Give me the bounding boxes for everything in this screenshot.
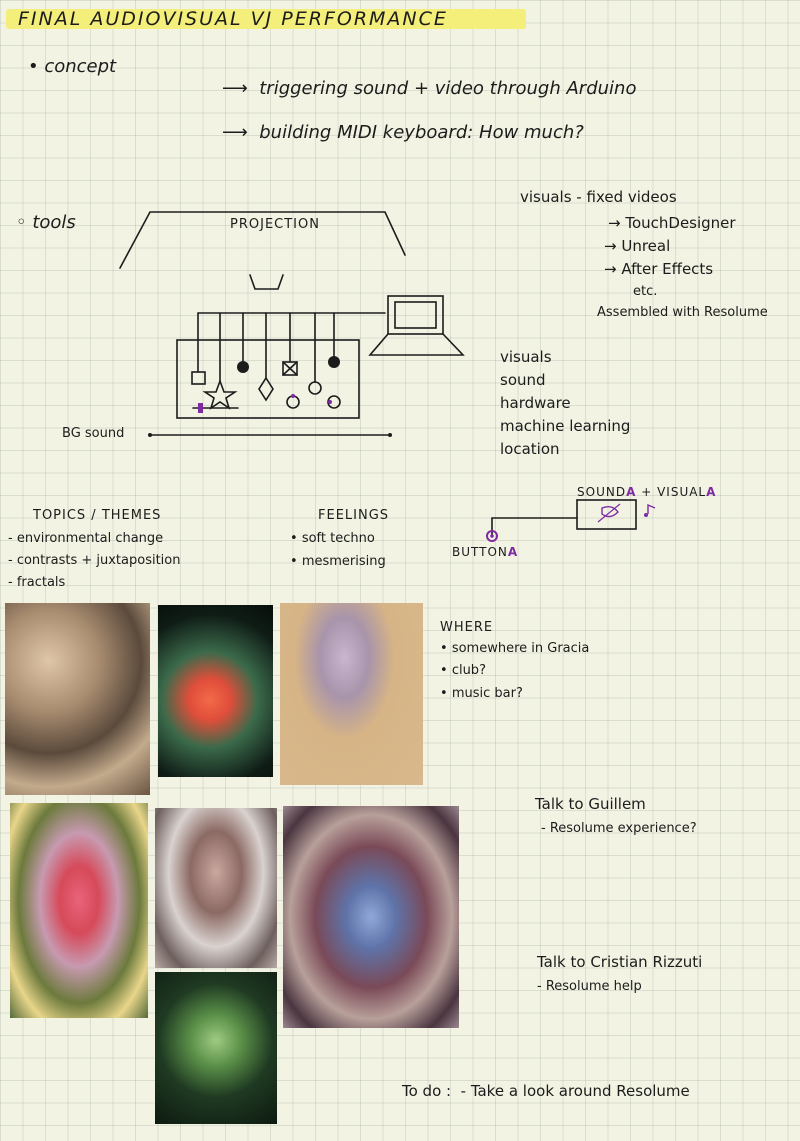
category-machine-learning: machine learning bbox=[500, 417, 631, 435]
visual-tool-2-text: Unreal bbox=[621, 237, 671, 255]
feeling-item-2-text: mesmerising bbox=[301, 554, 386, 569]
where-item-1-text: somewhere in Gracia bbox=[451, 641, 590, 656]
category-location: location bbox=[500, 440, 560, 458]
visuals-fixed-label: visuals - fixed videos bbox=[520, 188, 677, 206]
visual-text: VISUAL bbox=[657, 485, 707, 499]
concept-item-1: ⟶ triggering sound + video through Ardui… bbox=[222, 78, 637, 99]
topics-heading: TOPICS / THEMES bbox=[33, 508, 162, 523]
todo-item: Take a look around Resolume bbox=[470, 1082, 690, 1100]
talk-cristian-item-text: Resolume help bbox=[545, 979, 642, 994]
visual-tool-1-text: TouchDesigner bbox=[625, 214, 736, 232]
concept-item-2-text: building MIDI keyboard: How much? bbox=[259, 122, 584, 143]
where-item-3-text: music bar? bbox=[451, 686, 523, 701]
assembled-label: Assembled with Resolume bbox=[597, 305, 768, 320]
moodboard-image-splash bbox=[158, 605, 273, 777]
moodboard-image-liquid-metal bbox=[5, 603, 150, 795]
moodboard-image-blue-petals bbox=[283, 806, 459, 1028]
projection-label: PROJECTION bbox=[230, 217, 320, 232]
page-title: FINAL AUDIOVISUAL VJ PERFORMANCE bbox=[18, 8, 448, 30]
where-heading: WHERE bbox=[440, 620, 494, 635]
where-item-1: • somewhere in Gracia bbox=[440, 641, 590, 656]
sound-visual-mapping: SOUNDA + VISUALA bbox=[577, 486, 716, 498]
category-sound: sound bbox=[500, 371, 546, 389]
feelings-heading: FEELINGS bbox=[318, 508, 390, 523]
topic-item-1-text: environmental change bbox=[16, 531, 164, 546]
talk-guillem-item: - Resolume experience? bbox=[541, 821, 697, 836]
moodboard-image-rose bbox=[280, 603, 423, 785]
topic-item-2: - contrasts + juxtaposition bbox=[8, 553, 181, 568]
feeling-item-1: • soft techno bbox=[290, 531, 375, 546]
plus-text: + bbox=[641, 485, 653, 499]
sound-text: SOUND bbox=[577, 485, 627, 499]
category-visuals: visuals bbox=[500, 348, 552, 366]
topic-item-1: - environmental change bbox=[8, 531, 164, 546]
where-item-2: • club? bbox=[440, 663, 486, 678]
button-text: BUTTON bbox=[452, 545, 508, 559]
feeling-item-1-text: soft techno bbox=[301, 531, 375, 546]
visual-letter: A bbox=[706, 485, 717, 499]
visual-tool-2: → Unreal bbox=[604, 237, 671, 255]
projector-shape bbox=[249, 274, 284, 290]
title-highlight bbox=[6, 9, 526, 29]
keyboard-box bbox=[176, 339, 360, 419]
concept-label-text: concept bbox=[44, 56, 117, 77]
talk-guillem-title: Talk to Guillem bbox=[535, 795, 646, 813]
moodboard-image-flower-melt bbox=[10, 803, 148, 1018]
topic-item-2-text: contrasts + juxtaposition bbox=[16, 553, 181, 568]
button-label: BUTTONA bbox=[452, 546, 518, 558]
moodboard-image-garden-circle bbox=[155, 972, 277, 1124]
todo-note: To do : - Take a look around Resolume bbox=[402, 1082, 690, 1100]
concept-item-1-text: triggering sound + video through Arduino bbox=[259, 78, 637, 99]
moodboard-image-glitch-flowers bbox=[155, 808, 277, 968]
talk-guillem-item-text: Resolume experience? bbox=[549, 821, 697, 836]
where-item-2-text: club? bbox=[451, 663, 486, 678]
todo-label: To do : bbox=[402, 1082, 452, 1100]
feeling-item-2: • mesmerising bbox=[290, 554, 386, 569]
talk-cristian-item: - Resolume help bbox=[537, 979, 642, 994]
tools-label-text: tools bbox=[32, 212, 76, 233]
where-item-3: • music bar? bbox=[440, 686, 523, 701]
bg-sound-label: BG sound bbox=[62, 426, 125, 441]
topic-item-3-text: fractals bbox=[16, 575, 66, 590]
visual-tool-1: → TouchDesigner bbox=[608, 214, 736, 232]
button-letter: A bbox=[507, 545, 519, 559]
visual-tool-3-text: After Effects bbox=[621, 260, 714, 278]
category-hardware: hardware bbox=[500, 394, 571, 412]
concept-item-2: ⟶ building MIDI keyboard: How much? bbox=[222, 122, 584, 143]
tools-label: ◦ tools bbox=[16, 212, 76, 233]
talk-cristian-title: Talk to Cristian Rizzuti bbox=[537, 953, 703, 971]
sound-letter: A bbox=[626, 485, 637, 499]
projection-screen-shape bbox=[119, 211, 406, 269]
etc-label: etc. bbox=[633, 284, 658, 299]
visual-tool-3: → After Effects bbox=[604, 260, 714, 278]
topic-item-3: - fractals bbox=[8, 575, 66, 590]
concept-label: • concept bbox=[28, 56, 117, 77]
